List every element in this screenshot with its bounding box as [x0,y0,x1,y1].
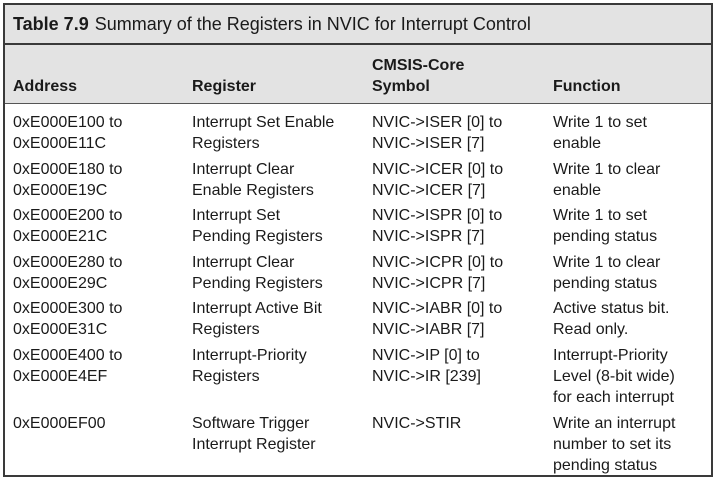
cell-function: Write 1 to set enable [553,112,647,154]
cell-function-line: pending status [553,275,658,292]
cell-address-line: 0xE000E200 to [13,207,123,224]
cell-function-line: Active status bit. [553,300,670,317]
cell-address: 0xE000E100 to 0xE000E11C [13,112,122,154]
cell-symbol-line: NVIC->ISER [7] [372,135,485,152]
cell-address: 0xE000E180 to 0xE000E19C [13,159,122,201]
cell-symbol-line: NVIC->IR [239] [372,368,481,385]
cell-address-line: 0xE000E100 to [13,114,123,131]
cell-function-line: Write 1 to set [553,114,647,131]
cell-function-line: Write 1 to clear [553,254,661,271]
cell-address-line: 0xE000E280 to [13,254,123,271]
cell-register-line: Interrupt Set Enable [192,114,335,131]
cell-address: 0xE000E400 to 0xE000E4EF [13,345,122,387]
cell-address-line: 0xE000E300 to [13,300,123,317]
cell-symbol-line: NVIC->ICPR [7] [372,275,486,292]
cell-register-line: Interrupt Register [192,436,316,453]
cell-symbol-line: NVIC->ISPR [7] [372,228,485,245]
header-register: Register [192,78,257,95]
cell-function-line: enable [553,135,602,152]
table-frame: Table 7.9 Summary of the Registers in NV… [3,3,713,477]
cell-address-line: 0xE000E21C [13,228,108,245]
table-title: Summary of the Registers in NVIC for Int… [94,13,531,34]
cell-function-line: pending status [553,228,658,245]
cell-function: Write 1 to set pending status [553,205,657,247]
cell-symbol: NVIC->ISER [0] to NVIC->ISER [7] [372,112,502,154]
cell-function: Write 1 to clear enable [553,159,660,201]
cell-symbol-line: NVIC->ISPR [0] to [372,207,503,224]
cell-register-line: Registers [192,368,260,385]
cell-symbol-line: NVIC->ICPR [0] to [372,254,504,271]
cell-symbol-line: NVIC->IABR [0] to [372,300,503,317]
cell-address-line: 0xE000E4EF [13,368,108,385]
cell-symbol-line: NVIC->ICER [7] [372,182,486,199]
cell-register-line: Enable Registers [192,182,314,199]
cell-function-line: number to set its [553,436,672,453]
cell-register-line: Interrupt Set [192,207,281,224]
cell-symbol: NVIC->ICER [0] to NVIC->ICER [7] [372,159,503,201]
cell-register-line: Registers [192,135,260,152]
cell-register-line: Interrupt Clear [192,161,295,178]
cell-function: Write an interrupt number to set its pendi… [553,413,675,476]
cell-function-line: Write 1 to clear [553,161,661,178]
cell-symbol-line: NVIC->ISER [0] to [372,114,503,131]
cell-function-line: Interrupt-Priority [553,347,668,364]
cell-symbol-line: NVIC->IP [0] to [372,347,480,364]
header-function: Function [553,78,621,95]
header-address: Address [13,78,78,95]
cell-register-line: Software Trigger [192,415,310,432]
cell-register-line: Registers [192,321,260,338]
cell-register-line: Interrupt Clear [192,254,295,271]
cell-symbol: NVIC->ICPR [0] to NVIC->ICPR [7] [372,252,503,294]
cell-symbol-line: NVIC->ICER [0] to [372,161,504,178]
cell-function-line: Read only. [553,321,629,338]
cell-register-line: Pending Registers [192,275,323,292]
cell-symbol-line: NVIC->STIR [372,415,462,432]
cell-address-line: 0xE000E19C [13,182,108,199]
cell-address: 0xE000E280 to 0xE000E29C [13,252,122,294]
cell-symbol: NVIC->ISPR [0] to NVIC->ISPR [7] [372,205,502,247]
cell-symbol-line: NVIC->IABR [7] [372,321,485,338]
cell-function-line: enable [553,182,602,199]
cell-function: Active status bit. Read only. [553,298,670,340]
cell-function-line: Write 1 to set [553,207,647,224]
cell-function: Write 1 to clear pending status [553,252,660,294]
cell-function-line: Level (8-bit wide) [553,368,675,385]
cell-register-line: Interrupt Active Bit [192,300,322,317]
cell-address: 0xE000E200 to 0xE000E21C [13,205,122,247]
cell-symbol: NVIC->IP [0] to NVIC->IR [239] [372,345,481,387]
table-caption: Table 7.9 Summary of the Registers in NV… [5,5,711,45]
header-symbol-line2: Symbol [372,78,430,95]
cell-address: 0xE000E300 to 0xE000E31C [13,298,122,340]
cell-register-line: Pending Registers [192,228,323,245]
cell-address-line: 0xE000E31C [13,321,108,338]
cell-symbol: NVIC->IABR [0] to NVIC->IABR [7] [372,298,502,340]
cell-register-line: Interrupt-Priority [192,347,307,364]
header-symbol: CMSIS-Core Symbol [372,55,464,97]
cell-function-line: Write an interrupt [553,415,676,432]
cell-address-line: 0xE000E180 to [13,161,123,178]
header-symbol-line1: CMSIS-Core [372,57,465,74]
cell-address-line: 0xE000E11C [13,135,107,152]
cell-address-line: 0xE000EF00 [13,415,106,432]
cell-address-line: 0xE000E400 to [13,347,123,364]
table-header: Address Register CMSIS-Core Symbol Funct… [5,45,711,104]
cell-function-line: for each interrupt [553,389,674,406]
cell-function-line: pending status [553,457,658,474]
table-number: Table 7.9 [13,13,89,34]
cell-address: 0xE000EF00 [13,413,106,434]
cell-address-line: 0xE000E29C [13,275,108,292]
cell-symbol: NVIC->STIR [372,413,461,434]
